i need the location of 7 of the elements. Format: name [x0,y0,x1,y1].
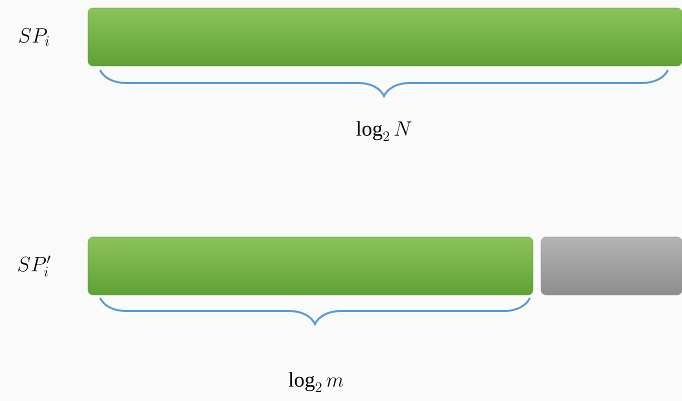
bar-label: $SP_i$ [19,28,49,46]
bar [88,236,534,296]
brace-label: $\log_2 m$ [288,372,344,392]
brace-label: $\log_2 N$ [356,121,412,141]
bar [88,8,682,66]
bar [540,236,682,296]
bar-label: $SP'_i$ [18,256,50,276]
